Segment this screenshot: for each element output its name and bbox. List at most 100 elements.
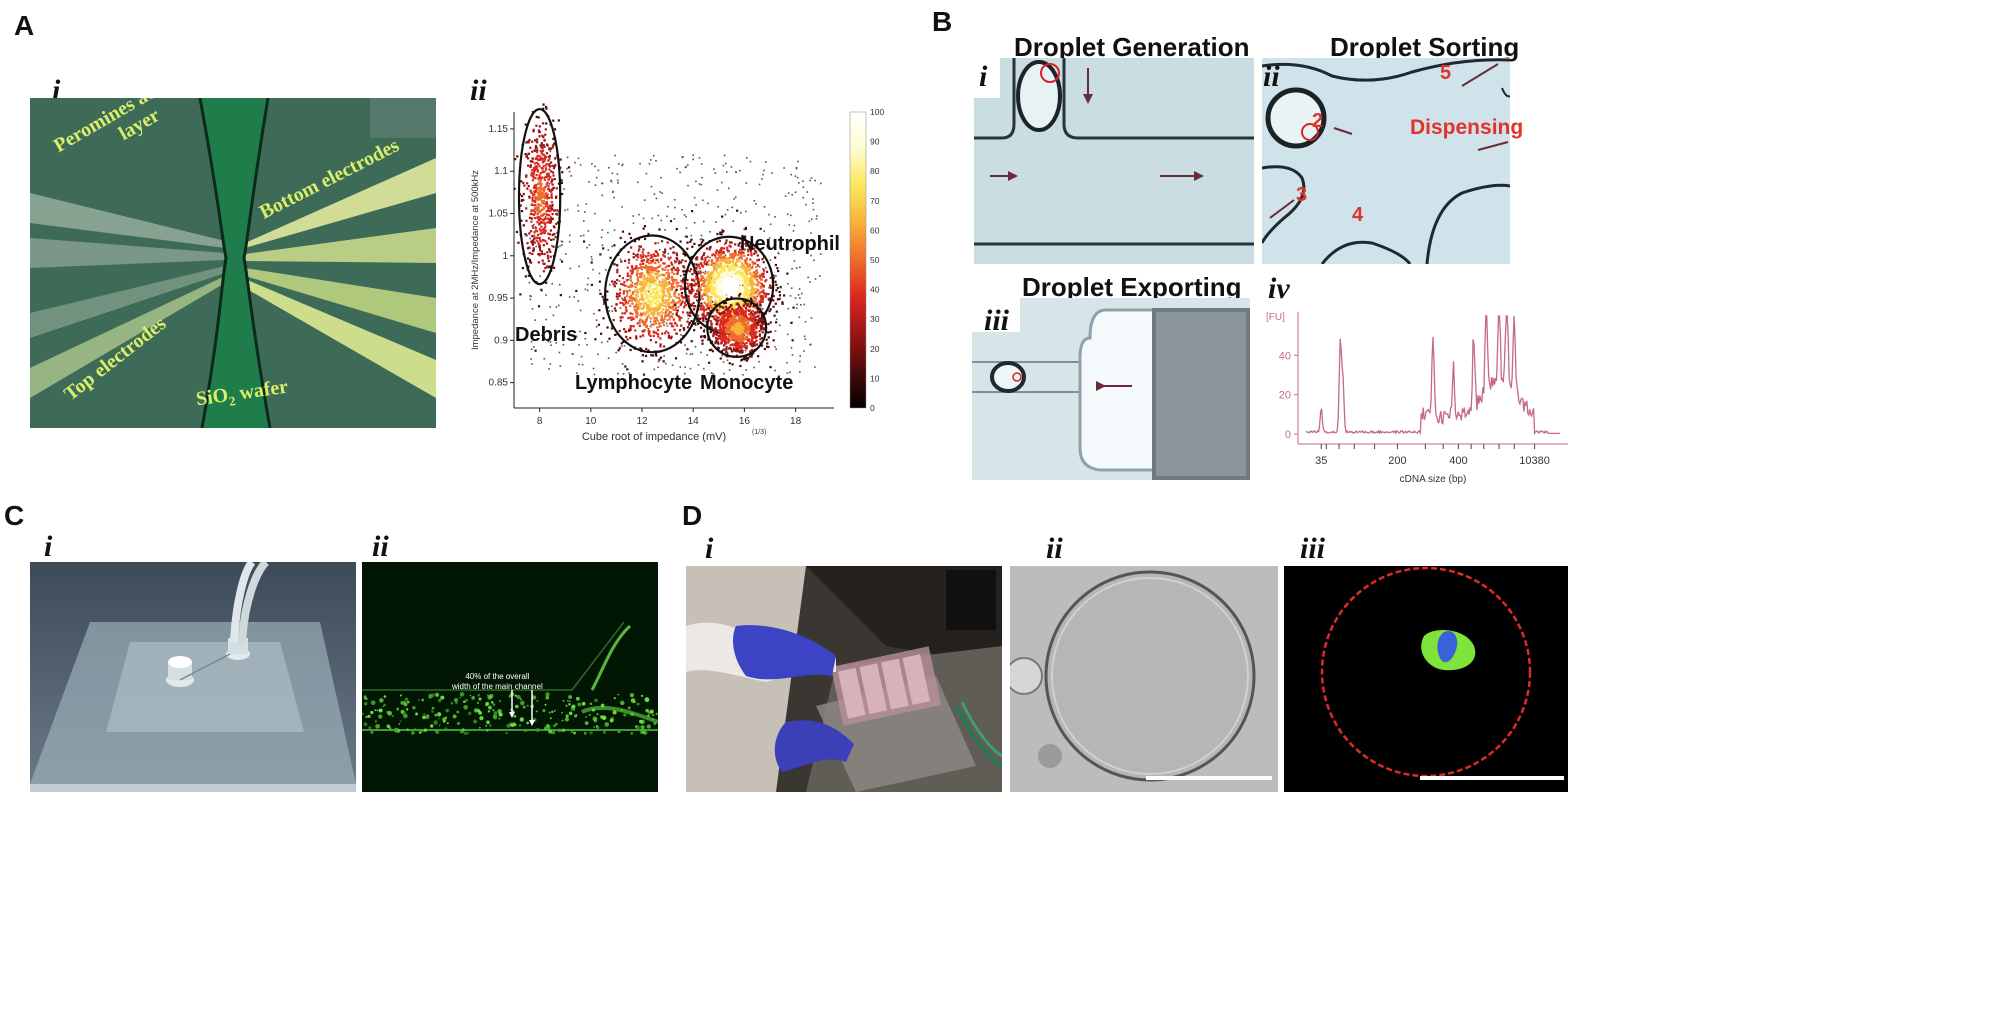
scatter-point (635, 298, 638, 301)
scatter-point (675, 288, 678, 292)
scatter-point (530, 174, 533, 177)
scatter-point (726, 352, 729, 355)
scatter-point (658, 358, 661, 361)
scatter-point (740, 341, 743, 344)
scatter-point (693, 222, 696, 224)
scatter-point (709, 256, 711, 259)
scatter-point (678, 299, 681, 303)
scatter-point (791, 267, 793, 270)
scatter-point (749, 350, 752, 353)
scatter-point (752, 335, 755, 338)
scatter-point (584, 337, 587, 340)
scatter-point (754, 249, 757, 253)
scatter-point (660, 296, 663, 299)
scatter-point (666, 290, 669, 294)
scatter-point (577, 204, 579, 207)
scatter-point (765, 338, 768, 341)
scatter-point (744, 275, 747, 278)
fluorescent-particle (476, 701, 480, 705)
scatter-point (719, 295, 723, 298)
scatter-point (773, 314, 776, 317)
scatter-point (667, 336, 671, 339)
scatter-point (551, 164, 554, 167)
scatter-point (752, 283, 755, 286)
scatter-point (635, 312, 638, 315)
scatter-point (535, 239, 538, 242)
scatter-point (699, 238, 702, 241)
scatter-point (721, 279, 725, 282)
scatter-point (761, 308, 764, 310)
scatter-point (539, 275, 541, 277)
scatter-point (536, 138, 539, 141)
scatter-point (736, 335, 739, 338)
scatter-point (545, 318, 547, 321)
scatter-point (624, 300, 628, 304)
scatter-point (723, 285, 727, 288)
sorting-number-5: 5 (1440, 62, 1452, 84)
scatter-point (736, 254, 739, 257)
scatter-point (635, 337, 638, 340)
scatter-point (738, 257, 740, 259)
scatter-point (720, 279, 723, 283)
scatter-point (745, 283, 749, 286)
scatter-point (650, 269, 653, 272)
scatter-point (699, 308, 702, 311)
scatter-point (734, 301, 737, 304)
scatter-point (751, 318, 754, 322)
scatter-point (737, 244, 740, 247)
scatter-point (700, 256, 704, 259)
scatter-point (621, 206, 623, 208)
scatter-point (743, 259, 746, 262)
scatter-point (611, 172, 614, 175)
scatter-point (633, 297, 636, 300)
scatter-point (551, 233, 554, 237)
scatter-point (531, 200, 534, 203)
scatter-point (690, 340, 693, 343)
scatter-point (542, 135, 545, 139)
scatter-point (540, 193, 543, 197)
scatter-point (699, 272, 702, 275)
scatter-point (670, 288, 674, 291)
scatter-point (734, 270, 737, 274)
scatter-point (727, 287, 731, 290)
scatter-point (662, 293, 665, 296)
scatter-point (666, 241, 669, 244)
scatter-point (539, 196, 542, 199)
scatter-point (752, 336, 755, 340)
scatter-point (623, 312, 627, 315)
scatter-point (654, 309, 658, 312)
scatter-point (670, 261, 673, 264)
scatter-point (726, 359, 729, 362)
scatter-point (643, 314, 646, 317)
scatter-point (744, 300, 747, 303)
scatter-point (682, 265, 685, 268)
scatter-point (643, 282, 646, 286)
scatter-point (647, 349, 650, 352)
scatter-point (663, 317, 666, 320)
scatter-point (737, 253, 741, 256)
scatter-point (541, 231, 544, 235)
scatter-point (647, 328, 650, 330)
scatter-point (541, 238, 545, 242)
scatter-point (733, 288, 736, 291)
fluorescent-particle (492, 714, 498, 719)
scatter-point (649, 317, 652, 320)
scatter-point (749, 313, 753, 316)
scatter-point (715, 270, 718, 273)
scatter-point (538, 228, 542, 231)
scatter-point (658, 325, 661, 328)
scatter-point (542, 187, 545, 190)
scatter-point (545, 265, 549, 268)
scatter-point (702, 319, 705, 323)
scatter-point (702, 253, 705, 257)
scatter-point (738, 337, 741, 341)
scatter-point (656, 326, 659, 329)
scatter-point (756, 271, 759, 274)
scatter-point (669, 295, 673, 299)
scatter-point (719, 328, 722, 332)
scatter-point (740, 253, 743, 256)
scatter-point (542, 207, 545, 211)
scatter-point (628, 372, 630, 374)
scatter-point (642, 248, 645, 251)
scatter-point (685, 227, 688, 229)
